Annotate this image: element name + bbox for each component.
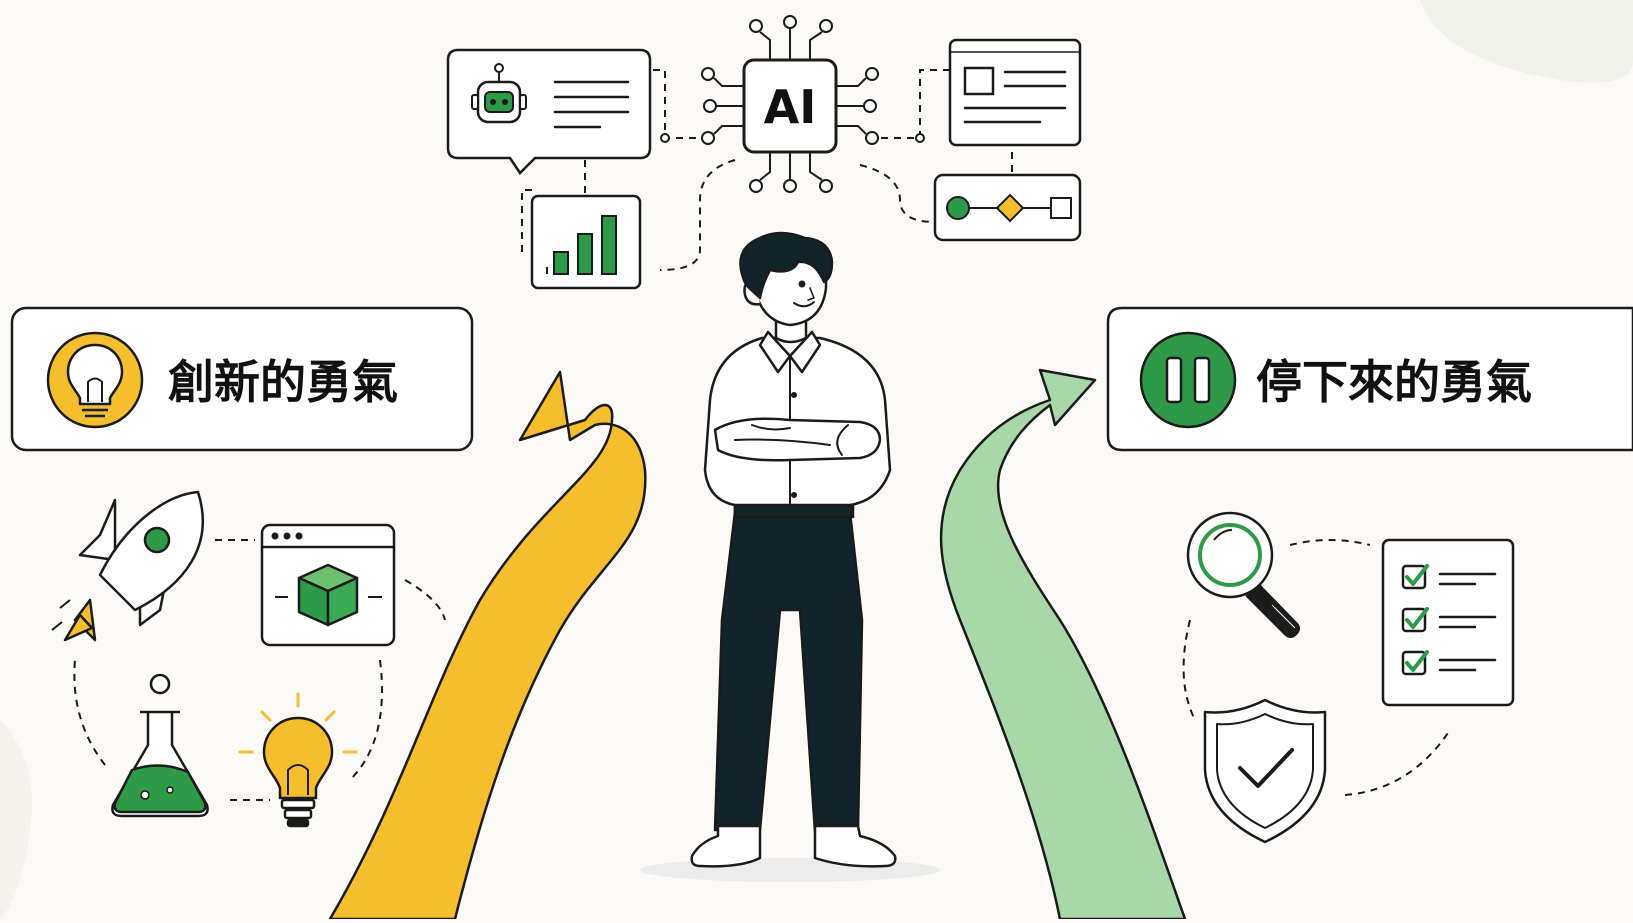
innovation-dashed-ring	[73, 539, 446, 801]
magnifier-icon	[1186, 511, 1300, 638]
pause-dashed-ring	[1182, 539, 1451, 796]
flask-icon	[111, 673, 209, 818]
image-placeholder-icon	[963, 66, 995, 96]
ai-chip	[742, 58, 838, 154]
left-shoe	[690, 824, 762, 868]
ai-chip-label: AI	[764, 80, 817, 134]
pause-icons	[1182, 511, 1515, 844]
pause-icon	[1165, 356, 1211, 404]
innovation-icons	[51, 490, 446, 828]
flow-end-node	[1050, 197, 1072, 219]
background-blob-left	[0, 720, 32, 919]
bar-chart-card	[530, 194, 642, 290]
yellow-arrow	[328, 370, 647, 921]
robot-icon	[471, 63, 527, 124]
ai-hub	[701, 15, 879, 193]
flowchart-card	[933, 173, 1082, 242]
hair	[739, 231, 834, 300]
green-arrow	[939, 368, 1187, 921]
person	[640, 231, 940, 882]
chatbot-bubble	[446, 48, 652, 175]
small-lightbulb-icon	[238, 692, 358, 828]
text-lines-icon	[553, 80, 630, 129]
circuit-legs	[701, 15, 879, 193]
cube-icon	[297, 563, 359, 627]
bar-chart-icon	[553, 215, 617, 275]
pause-title: 停下來的勇氣	[1256, 355, 1532, 409]
browser-cube-icon	[260, 523, 396, 647]
rocket-icon	[51, 490, 204, 642]
shield-icon	[1203, 698, 1327, 844]
innovation-card	[10, 306, 474, 452]
innovation-title: 創新的勇氣	[168, 355, 398, 409]
checklist-icon	[1381, 538, 1515, 707]
right-shoe	[813, 824, 897, 868]
pause-card	[1106, 306, 1633, 452]
pants	[713, 510, 864, 834]
document-card	[948, 38, 1082, 147]
background-blob-right	[1420, 0, 1633, 83]
lightbulb-icon	[66, 343, 124, 418]
dashed-connectors	[521, 69, 1013, 271]
flow-start-node	[946, 196, 970, 220]
flow-decision-node	[995, 193, 1025, 223]
